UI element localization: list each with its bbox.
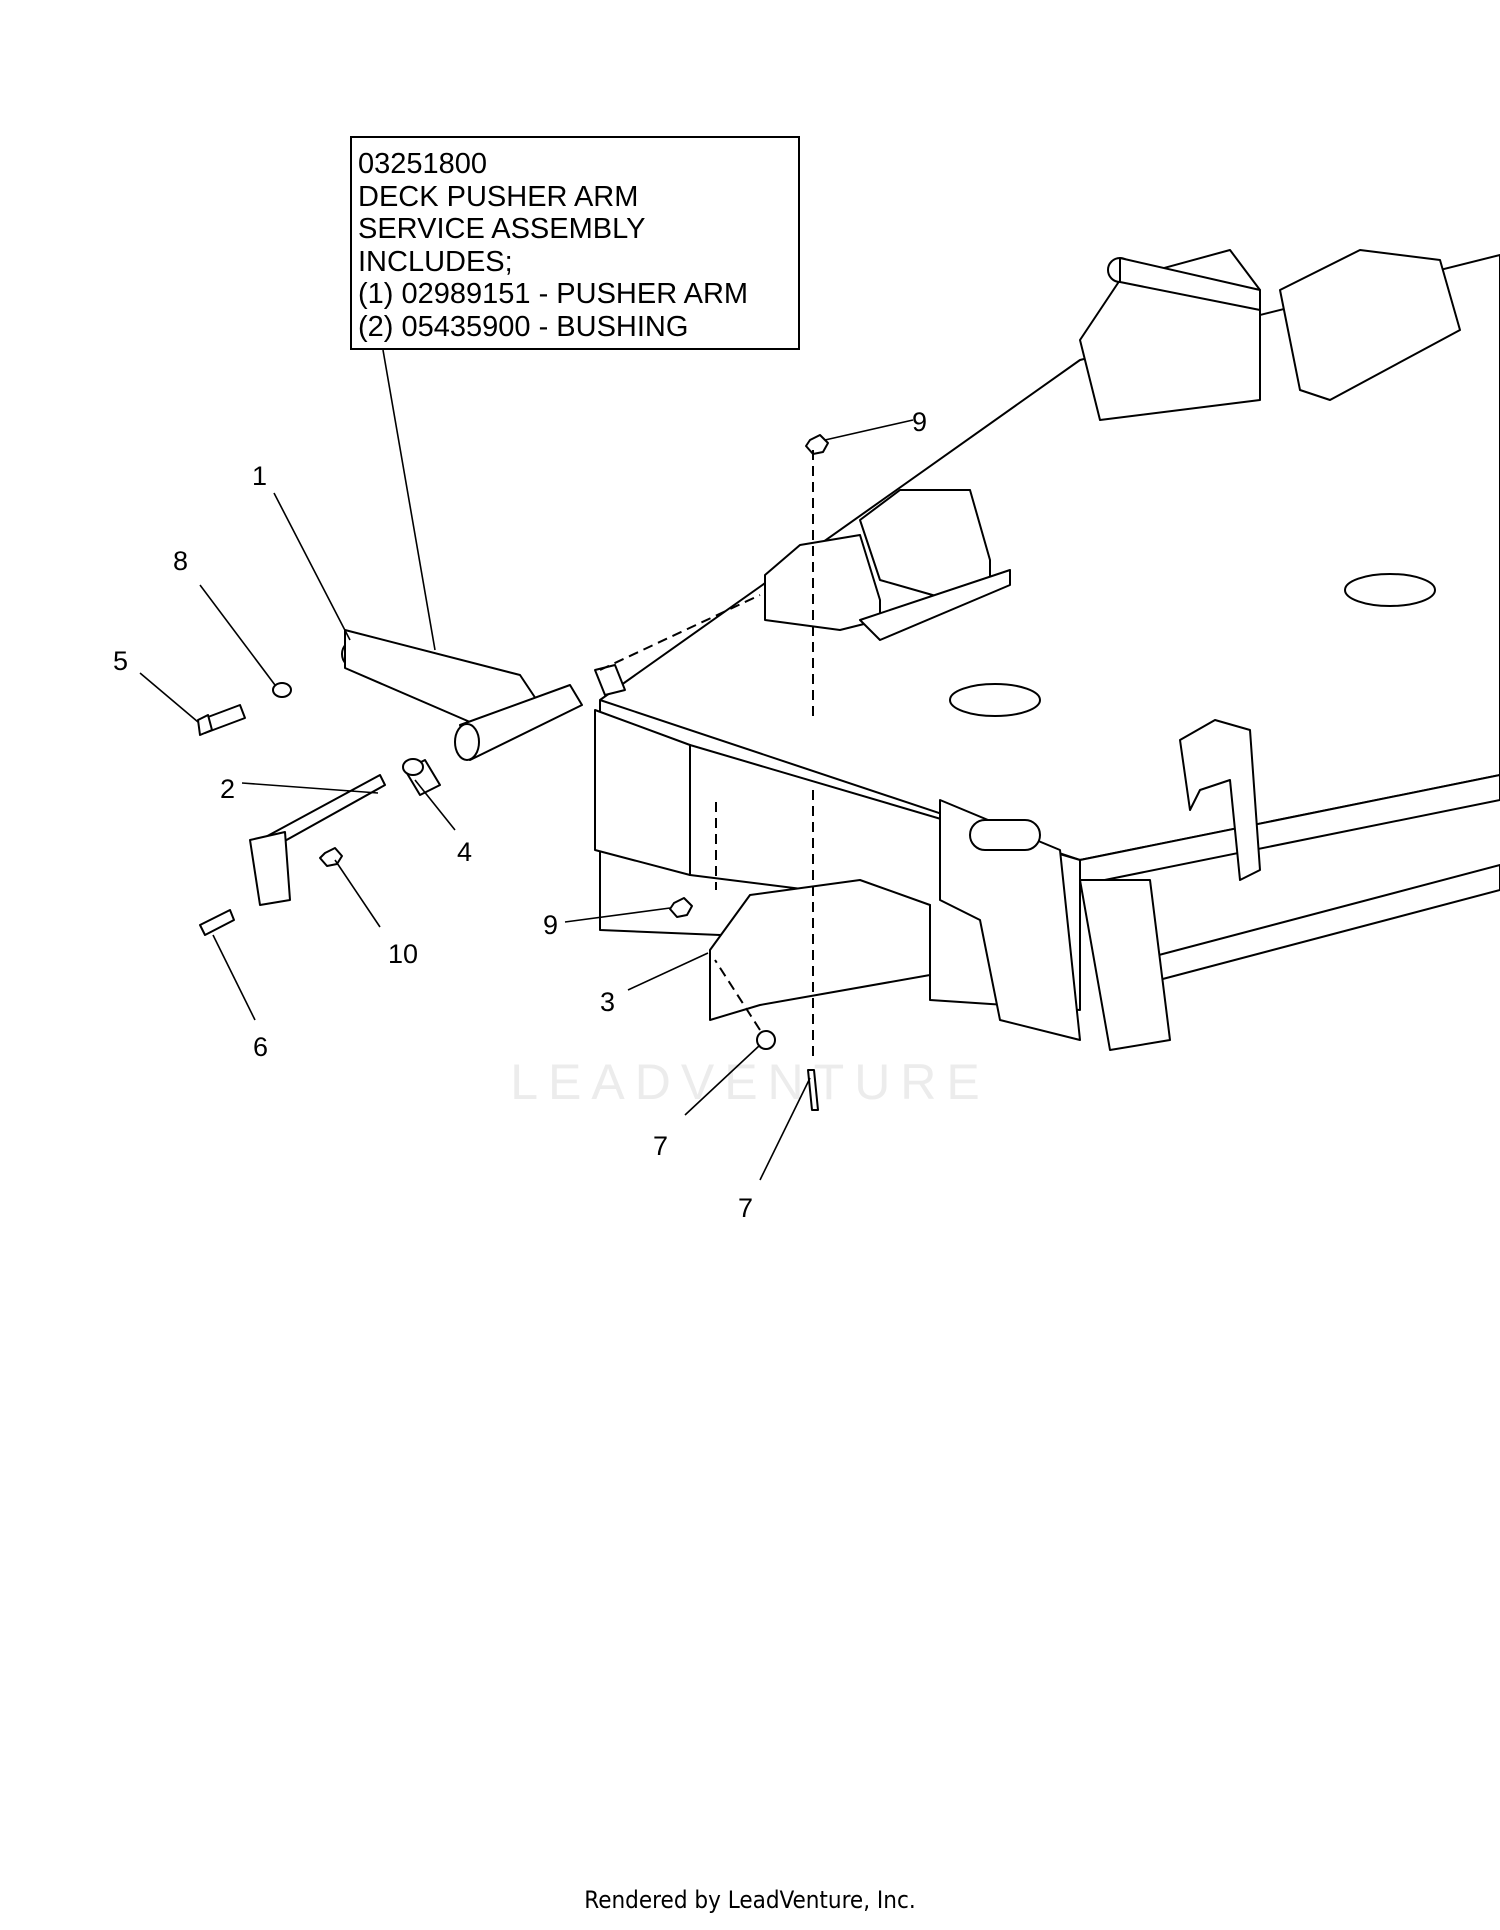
callout-line-item-1: (1) 02989151 - PUSHER ARM <box>358 278 749 310</box>
leader-7-right <box>759 1077 811 1181</box>
label-part-2: 2 <box>220 774 235 804</box>
label-part-6: 6 <box>253 1032 268 1062</box>
leader-7-left <box>684 1044 761 1116</box>
deck-hole-right <box>1344 573 1436 607</box>
front-bracket-right <box>859 489 991 601</box>
callout-line-type: SERVICE ASSEMBLY <box>358 213 646 245</box>
leader-9-upper <box>824 419 914 441</box>
rear-bracket-right <box>1279 249 1461 401</box>
leader-1 <box>273 492 351 641</box>
leader-8 <box>199 584 276 686</box>
label-part-9-upper: 9 <box>912 407 927 437</box>
side-rail-upper <box>1079 774 1500 886</box>
callout-line-item-2: (2) 05435900 - BUSHING <box>358 310 689 343</box>
bracket-base <box>859 569 1011 641</box>
leader-5 <box>139 672 199 723</box>
label-part-4: 4 <box>457 837 472 867</box>
watermark: LEADVENTURE <box>510 1054 990 1110</box>
label-part-1: 1 <box>252 461 267 491</box>
leader-4 <box>414 779 456 831</box>
label-part-5: 5 <box>113 646 128 676</box>
bolt-5-head <box>197 714 213 736</box>
align-line-7-left <box>714 959 761 1031</box>
bushing-4-end <box>402 758 424 776</box>
leader-9-lower <box>564 907 671 923</box>
leader-10 <box>334 859 381 928</box>
rivet-7-left <box>756 1030 776 1050</box>
callout-leader <box>382 349 436 651</box>
front-bracket-left <box>764 534 881 631</box>
bolt-7-right <box>807 1069 819 1111</box>
service-assembly-callout: 03251800 DECK PUSHER ARM SERVICE ASSEMBL… <box>350 136 800 350</box>
bushing-deck <box>594 664 626 696</box>
label-part-8: 8 <box>173 546 188 576</box>
pusher-arm-tube-end <box>454 723 480 761</box>
leader-6 <box>212 934 256 1021</box>
hitch-plate <box>939 799 1081 1041</box>
label-part-10: 10 <box>388 939 418 969</box>
side-bracket <box>1079 879 1171 1051</box>
upright-bracket <box>1179 719 1261 881</box>
label-part-7-right: 7 <box>738 1193 753 1223</box>
pin-2-flag <box>249 831 291 906</box>
label-part-7-left: 7 <box>653 1131 668 1161</box>
callout-line-part-number: 03251800 <box>358 148 488 180</box>
footer-credit: Rendered by LeadVenture, Inc. <box>584 1886 916 1914</box>
callout-line-includes: INCLUDES; <box>358 245 513 278</box>
front-plate-part-3 <box>709 879 931 1021</box>
nut-9-lower <box>669 897 693 918</box>
nut-9-upper <box>805 434 829 455</box>
washer-8 <box>272 682 292 698</box>
nut-10 <box>319 847 343 867</box>
leader-2 <box>241 782 379 794</box>
label-part-9-lower: 9 <box>543 910 558 940</box>
side-rail-lower <box>1139 864 1500 986</box>
hitch-slot <box>969 819 1041 851</box>
leader-3 <box>627 952 709 991</box>
callout-line-name: DECK PUSHER ARM <box>358 180 639 213</box>
deck-hole-left <box>949 683 1041 717</box>
align-line-bushing <box>599 594 761 671</box>
label-part-3: 3 <box>600 987 615 1017</box>
rear-arm <box>1119 257 1261 311</box>
bolt-6 <box>199 909 235 936</box>
